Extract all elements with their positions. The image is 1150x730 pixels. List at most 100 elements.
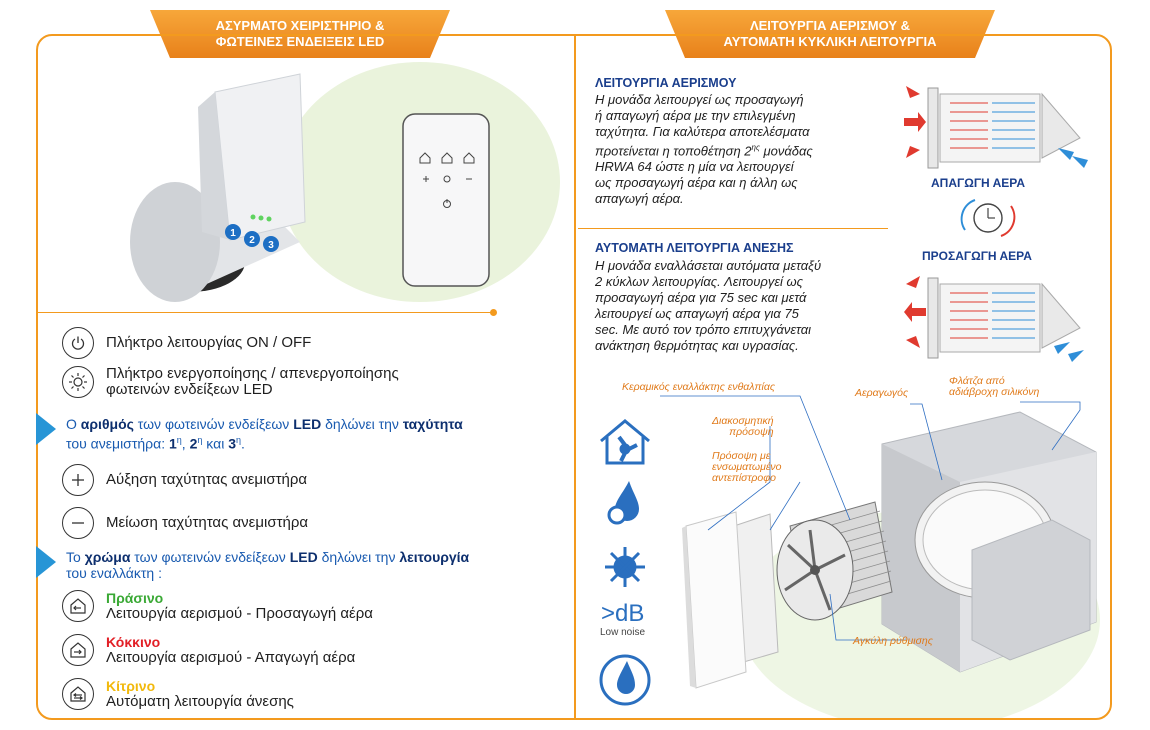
mode-extract-icon xyxy=(62,634,94,666)
front-edge xyxy=(682,526,696,688)
red-arrow-icon xyxy=(906,86,920,98)
ceramic-label: Κεραμικός εναλλάκτης ενθαλπίας xyxy=(622,381,775,393)
banner-left: ΑΣΥΡΜΑΤΟ ΧΕΙΡΙΣΤΗΡΙΟ & ΦΩΤΕΙΝΕΣ ΕΝΔΕΙΞΕΙ… xyxy=(150,10,450,58)
virus-icon xyxy=(605,547,645,587)
info-speed-text: Ο xyxy=(66,416,81,432)
blue-arrow-icon xyxy=(1054,342,1070,354)
auto-title: ΑΥΤΟΜΑΤΗ ΛΕΙΤΟΥΡΓΙΑ ΑΝΕΣΗΣ xyxy=(595,241,794,255)
duct-label: Αεραγωγός xyxy=(855,387,909,399)
device-front-panel xyxy=(214,73,306,241)
info-speed-bold: LED xyxy=(293,416,322,432)
timer-icon xyxy=(960,199,1016,237)
fan-hub xyxy=(810,565,820,575)
decor-label-line: Διακοσμητική xyxy=(712,415,774,427)
info-color-text: Το xyxy=(66,549,85,565)
red-arrow-icon xyxy=(904,302,926,322)
control-row-power: Πλήκτρο λειτουργίας ON / OFF xyxy=(62,327,311,359)
light-icon xyxy=(62,366,94,398)
info-color-text: δηλώνει την xyxy=(317,549,400,565)
mode-yellow-name: Κίτρινο xyxy=(106,678,156,694)
ventilation-line: ταχύτητα. Για καλύτερα αποτελέσματα xyxy=(595,124,810,139)
sep: , xyxy=(181,435,190,452)
plus-icon xyxy=(62,464,94,496)
banner-left-line1: ΑΣΥΡΜΑΤΟ ΧΕΙΡΙΣΤΗΡΙΟ & xyxy=(215,18,385,33)
decorative-front xyxy=(685,511,747,689)
mode-supply-icon xyxy=(62,590,94,622)
exploded-diagram xyxy=(660,395,1100,718)
red-arrow-icon xyxy=(904,112,926,132)
led-1 xyxy=(250,214,256,220)
mode-green-name: Πράσινο xyxy=(106,590,164,606)
info-speed-text: των φωτεινών ενδείξεων xyxy=(133,416,294,432)
flange-label: Φλάτζα από αδιάβροχη σιλικόνη xyxy=(949,376,1039,398)
front-label-line: Πρόσοψη με xyxy=(712,450,771,462)
info-speed-bold: ταχύτητα xyxy=(402,416,463,432)
info-color: Το χρώμα των φωτεινών ενδείξεων LED δηλώ… xyxy=(66,549,469,581)
drop-sun-icon xyxy=(607,481,639,525)
control-row-minus: Μείωση ταχύτητας ανεμιστήρα xyxy=(62,507,308,539)
info-speed-text: του ανεμιστήρα: xyxy=(66,435,169,452)
mode-yellow-desc: Αυτόματη λειτουργία άνεσης xyxy=(106,693,294,710)
auto-line: λειτουργεί ως απαγωγή αέρα για 75 xyxy=(595,306,799,321)
blue-arrow-icon xyxy=(1068,350,1084,362)
blue-arrow-icon xyxy=(1058,148,1074,160)
info-pointer-speed xyxy=(36,413,56,445)
left-section-divider xyxy=(38,309,497,316)
badge-1-text: 1 xyxy=(230,228,236,239)
info-pointer-color xyxy=(36,546,56,578)
extract-caption: ΑΠΑΓΩΓΗ ΑΕΡΑ xyxy=(931,176,1026,190)
ventilation-line-part: προτείνεται η τοποθέτηση 2 xyxy=(595,143,752,159)
ventilation-title: ΛΕΙΤΟΥΡΓΙΑ ΑΕΡΙΣΜΟΥ xyxy=(595,76,737,90)
info-color-bold: LED xyxy=(289,549,318,565)
ventilation-line: ή απαγωγή αέρα με την επιλεγμένη xyxy=(595,108,796,123)
sep: και xyxy=(202,435,229,452)
ventilation-ordinal: ης xyxy=(751,143,760,152)
badge-3-text: 3 xyxy=(268,240,274,251)
mode-auto-icon xyxy=(62,678,94,710)
info-speed: Ο αριθμός των φωτεινών ενδείξεων LED δηλ… xyxy=(66,416,463,452)
plus-label: Αύξηση ταχύτητας ανεμιστήρα xyxy=(106,471,308,488)
low-noise-label: Low noise xyxy=(600,627,646,638)
wall-lower xyxy=(971,519,1091,661)
extract-airflow-diagram xyxy=(904,86,1088,169)
leader-lines xyxy=(660,395,1081,641)
red-arrow-icon xyxy=(906,276,920,288)
minus-label: Μείωση ταχύτητας ανεμιστήρα xyxy=(106,514,309,531)
energy-drop-icon xyxy=(599,654,651,706)
light-label: Πλήκτρο ενεργοποίησης / απενεργοποίησης xyxy=(106,365,399,382)
sep: . xyxy=(241,435,245,452)
light-label-2: φωτεινών ενδείξεων LED xyxy=(106,381,273,398)
remote-control xyxy=(402,113,490,287)
speed-badge-2: 2 xyxy=(244,231,260,247)
mode-row-red: Κόκκινο Λειτουργία αερισμού - Απαγωγή αέ… xyxy=(62,634,355,666)
ordinal: η xyxy=(176,435,182,445)
info-color-text: των φωτεινών ενδείξεων xyxy=(130,549,290,565)
supply-airflow-diagram xyxy=(904,276,1084,362)
ordinal: η xyxy=(197,435,203,445)
banner-right-line2: ΑΥΤΟΜΑΤΗ ΚΥΚΛΙΚΗ ΛΕΙΤΟΥΡΓΙΑ xyxy=(723,34,937,49)
ventilation-line: HRWA 64 ώστε η μία να λειτουργεί xyxy=(595,159,794,175)
banner-right: ΛΕΙΤΟΥΡΓΙΑ ΑΕΡΙΣΜΟΥ & ΑΥΤΟΜΑΤΗ ΚΥΚΛΙΚΗ Λ… xyxy=(665,10,995,58)
front-label: Πρόσοψη με ενσωματωμένο αντεπίστροφο xyxy=(712,451,782,484)
decor-label-line: πρόσοψη xyxy=(729,426,774,438)
device-illustration: 1 2 3 xyxy=(130,62,560,302)
red-arrow-icon xyxy=(906,146,920,158)
badge-2-text: 2 xyxy=(249,235,255,246)
mode-row-yellow: Κίτρινο Αυτόματη λειτουργία άνεσης xyxy=(62,678,294,710)
remote-buttons xyxy=(419,152,475,208)
info-color-bold: χρώμα xyxy=(84,549,131,565)
auto-text: Η μονάδα εναλλάσεται αυτόματα μεταξύ 2 κ… xyxy=(595,258,878,354)
device-back xyxy=(130,182,220,302)
control-row-plus: Αύξηση ταχύτητας ανεμιστήρα xyxy=(62,464,307,496)
front-label-line: ενσωματωμένο xyxy=(712,461,782,473)
db-icon-text: >dB xyxy=(601,600,645,627)
power-icon xyxy=(62,327,94,359)
ventilation-line: προτείνεται η τοποθέτηση 2ης μονάδας xyxy=(595,140,878,159)
device-side xyxy=(198,92,230,240)
ordinal: η xyxy=(236,435,242,445)
ventilation-line: Η μονάδα λειτουργεί ως προσαγωγή xyxy=(595,92,804,107)
ventilation-text: Η μονάδα λειτουργεί ως προσαγωγή ή απαγω… xyxy=(595,92,878,207)
auto-line: 2 κύκλων λειτουργίας. Λειτουργεί ως xyxy=(595,274,803,289)
info-speed-text: δηλώνει την xyxy=(321,416,403,432)
column-divider xyxy=(574,36,576,720)
